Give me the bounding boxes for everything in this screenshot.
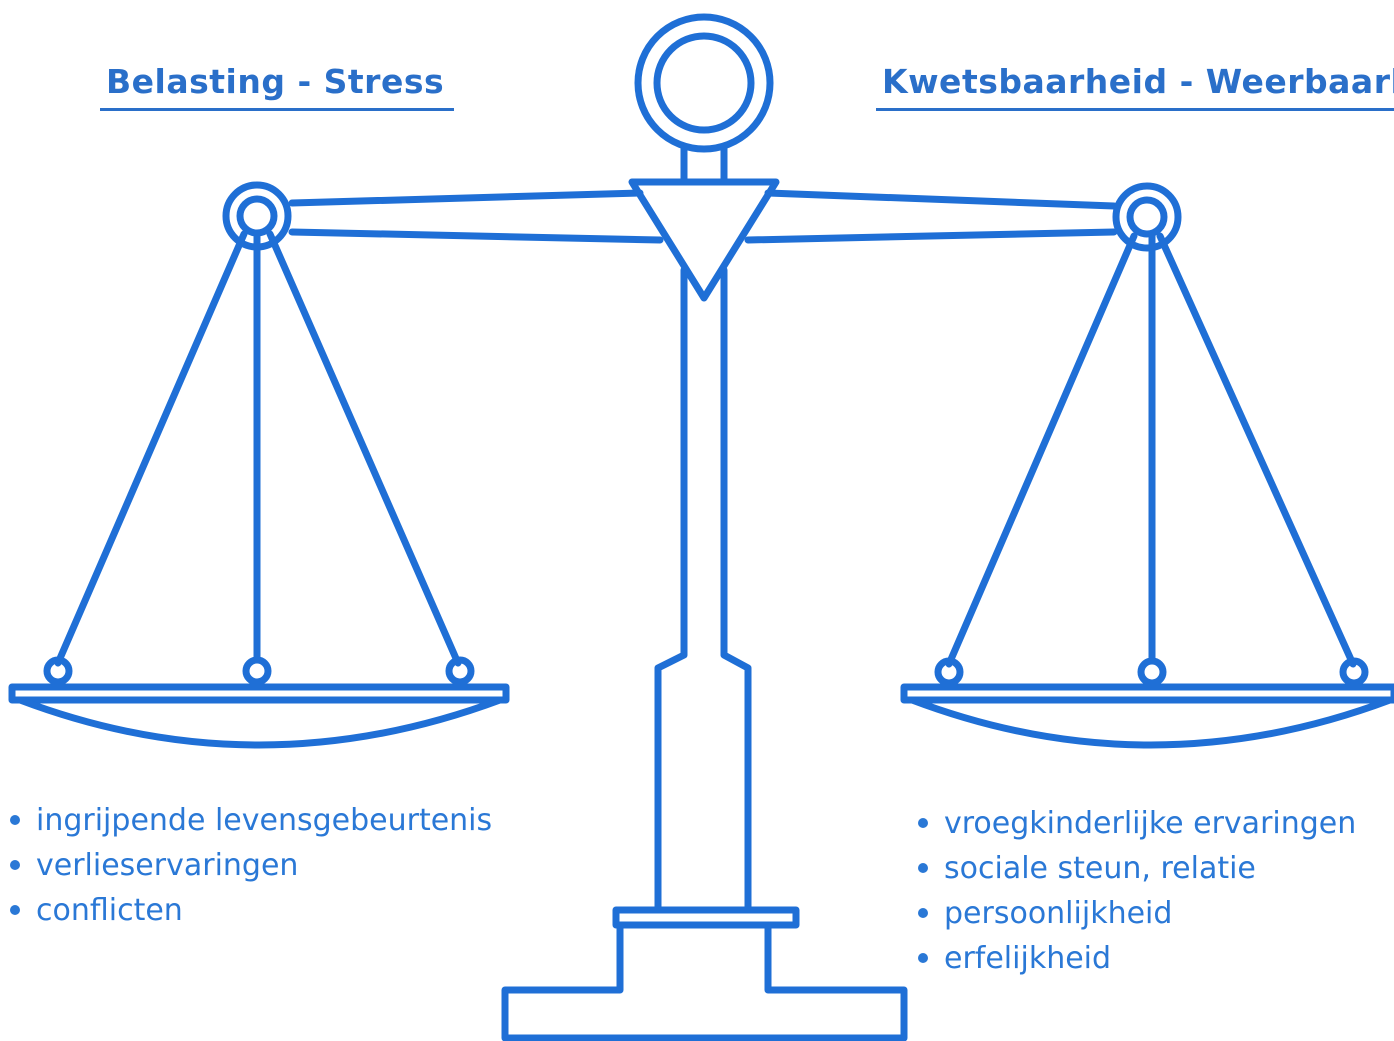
list-item-text: verlieservaringen (36, 848, 299, 883)
pivot-triangle (628, 178, 780, 302)
beam (288, 189, 1118, 244)
left-heading-underline (100, 108, 455, 111)
list-item: sociale steun, relatie (914, 846, 1356, 891)
right-pan (900, 683, 1394, 749)
vulnerability-factor-list: vroegkinderlijke ervaringen sociale steu… (914, 801, 1356, 981)
right-hanger-ring (1112, 182, 1182, 252)
list-item: vroegkinderlijke ervaringen (914, 801, 1356, 846)
list-item: conflicten (6, 888, 492, 933)
base (501, 906, 908, 1041)
bullet-icon (10, 905, 20, 915)
list-item: ingrijpende levensgebeurtenis (6, 798, 492, 843)
top-ring (634, 13, 774, 186)
bullet-icon (918, 863, 928, 873)
list-item-text: conflicten (36, 893, 183, 928)
column (654, 266, 752, 912)
left-heading: Belasting - Stress (100, 62, 455, 111)
right-heading-text: Kwetsbaarheid - Weerbaarhei (882, 62, 1394, 101)
left-strings (54, 230, 462, 667)
bullet-icon (10, 860, 20, 870)
list-item: persoonlijkheid (914, 891, 1356, 936)
right-heading-underline (876, 108, 1394, 111)
right-hooks (934, 657, 1369, 687)
bullet-icon (918, 953, 928, 963)
stress-factor-list: ingrijpende levensgebeurtenis verlieserv… (6, 798, 492, 933)
list-item: erfelijkheid (914, 936, 1356, 981)
bullet-icon (918, 908, 928, 918)
list-item-text: persoonlijkheid (944, 896, 1173, 931)
right-strings (945, 232, 1357, 668)
right-heading: Kwetsbaarheid - Weerbaarhei (876, 62, 1394, 111)
left-heading-text: Belasting - Stress (106, 62, 445, 101)
list-item-text: erfelijkheid (944, 941, 1112, 976)
list-item: verlieservaringen (6, 843, 492, 888)
bullet-icon (918, 818, 928, 828)
left-pan (8, 683, 510, 749)
bullet-icon (10, 815, 20, 825)
left-hooks (43, 656, 475, 686)
list-item-text: vroegkinderlijke ervaringen (944, 806, 1357, 841)
list-item-text: ingrijpende levensgebeurtenis (36, 803, 493, 838)
list-item-text: sociale steun, relatie (944, 851, 1256, 886)
